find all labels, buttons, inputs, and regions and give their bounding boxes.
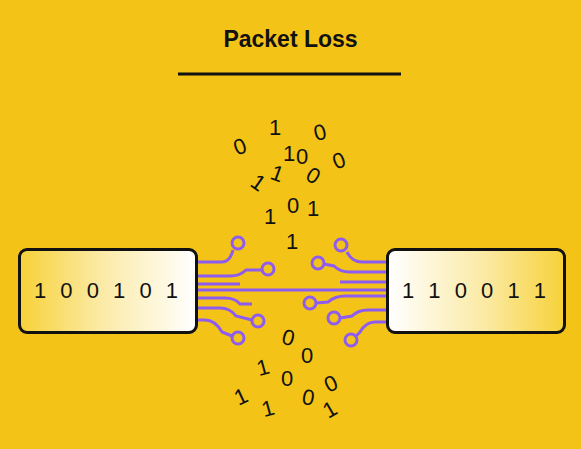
lost-bit: 1 [264, 206, 276, 228]
lost-bit: 1 [268, 162, 287, 187]
lost-bit: 0 [279, 326, 297, 350]
lost-bit: 0 [301, 345, 313, 367]
lost-bit: 1 [231, 384, 251, 409]
lost-bit: 1 [259, 397, 277, 421]
data-box: 1 0 0 1 0 1 [18, 248, 198, 334]
lost-bit: 0 [321, 371, 341, 396]
circuit-traces [192, 250, 386, 336]
lost-bit: 1 [269, 117, 281, 139]
bit-string: 1 0 0 1 0 1 [26, 278, 190, 304]
lost-bit: 0 [231, 135, 250, 160]
lost-bit: 1 [254, 356, 272, 380]
lost-bit: 1 [307, 198, 319, 220]
lost-bit: 1 [286, 231, 298, 253]
bit-string: 1 1 0 0 1 1 [394, 278, 558, 304]
lost-bit: 0 [311, 121, 329, 145]
lost-bit: 0 [330, 149, 349, 174]
data-box: 1 1 0 0 1 1 [386, 248, 566, 334]
lost-bit: 0 [287, 195, 299, 217]
lost-bit: 0 [296, 146, 308, 168]
title-underline [178, 73, 401, 76]
lost-bit: 1 [247, 170, 270, 195]
link-trace [198, 289, 386, 292]
lost-bit: 1 [283, 143, 295, 165]
lost-bit: 0 [281, 368, 293, 390]
diagram-title: Packet Loss [0, 26, 581, 53]
lost-bit: 1 [319, 397, 341, 422]
lost-bit: 0 [300, 386, 316, 410]
